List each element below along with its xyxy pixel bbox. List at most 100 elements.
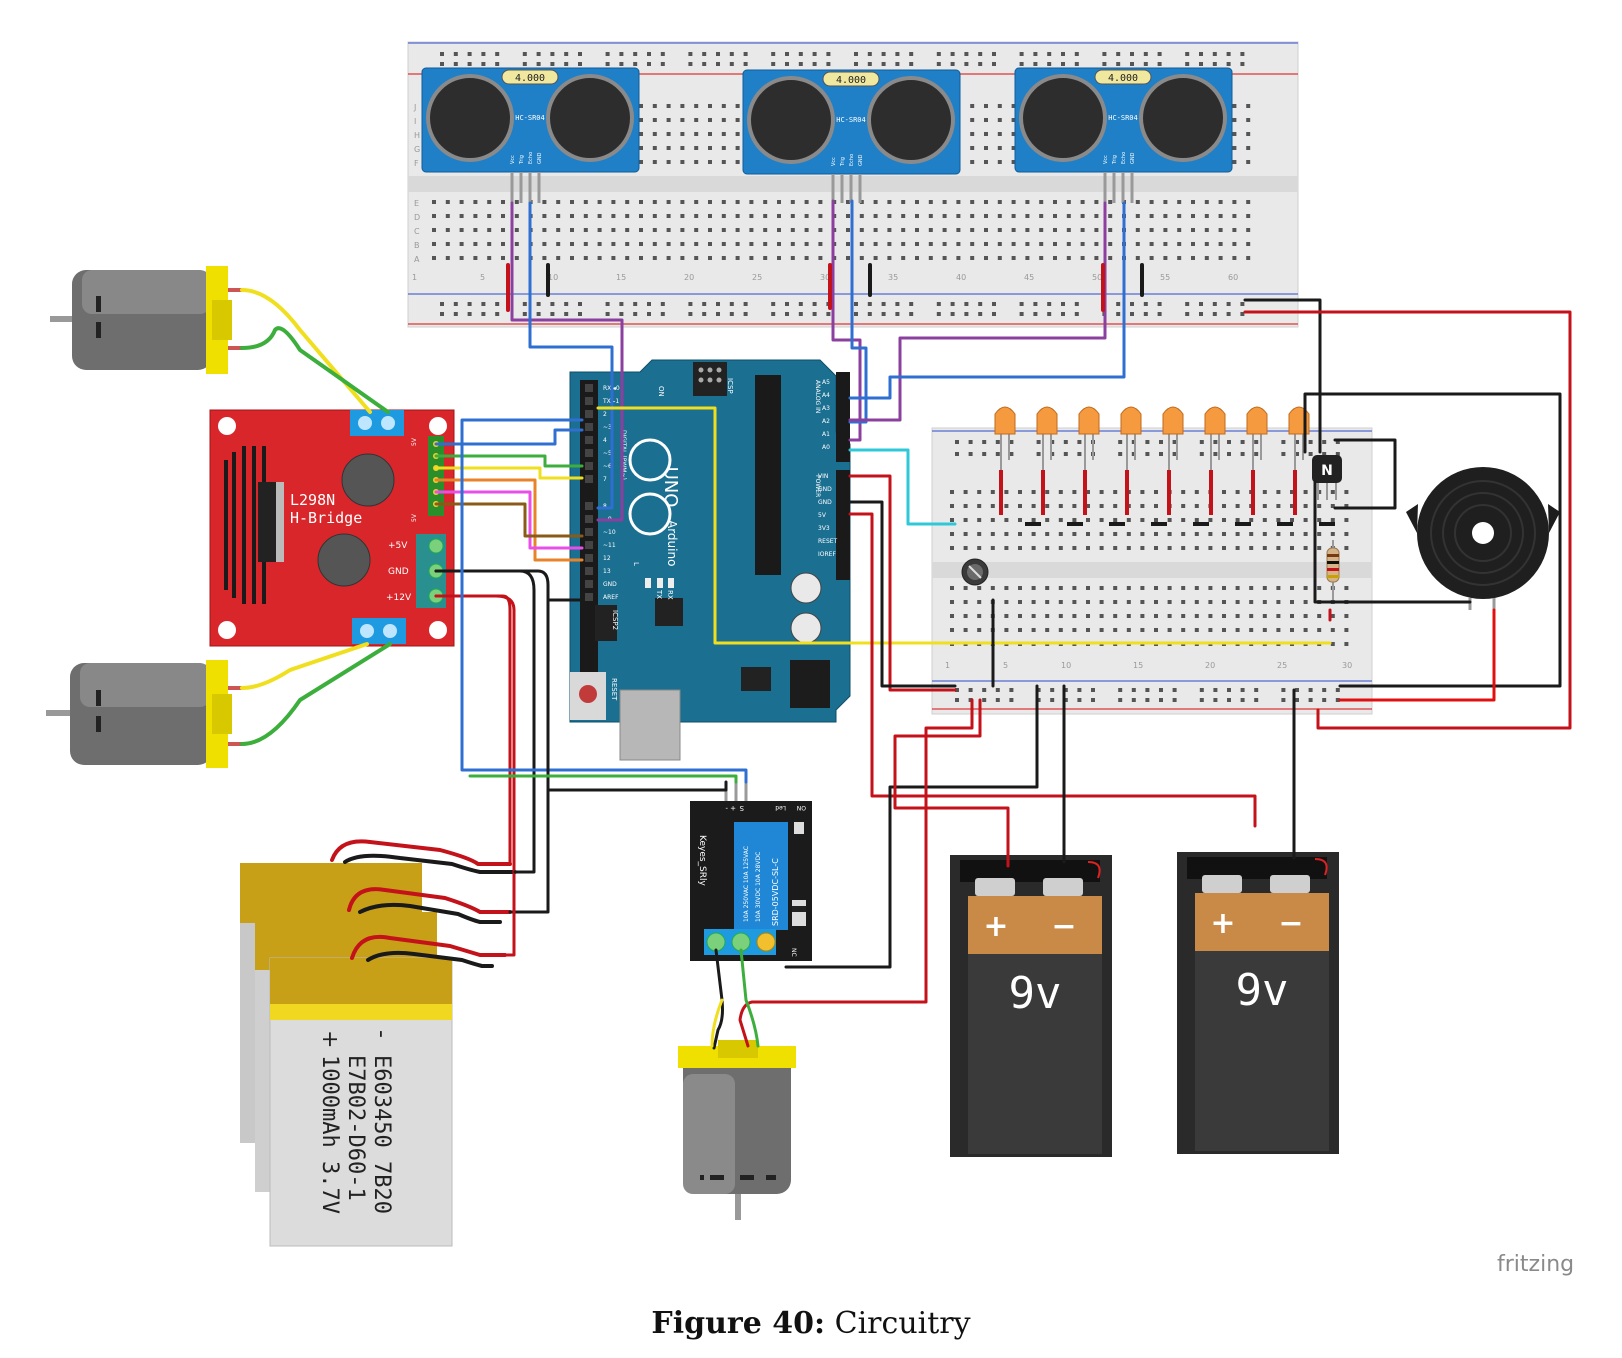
breadboard-hole [1053,242,1057,246]
breadboard-hole [942,242,947,246]
breadboard-hole [970,214,975,218]
arduino-header-pin [585,423,593,431]
breadboard-large-row-letters: J I H G F E D C B A [413,103,420,264]
breadboard-hole [1080,228,1085,232]
sensor-pin-label: Trig [519,155,525,165]
rail-hole [1227,698,1231,702]
breadboard-hole [666,160,671,164]
breadboard-hole [1191,200,1195,204]
breadboard-hole [1011,104,1016,108]
breadboard-hole [956,200,961,204]
rail-hole [1254,698,1259,702]
rail-hole [1033,62,1038,66]
breadboard-hole [639,228,643,232]
breadboard-hole [928,242,933,246]
breadboard-hole [1058,532,1063,536]
breadboard-hole [1218,256,1223,260]
breadboard-hole [873,256,878,260]
rail-hole [660,62,665,66]
breadboard-hole [708,200,712,204]
breadboard-hole [1194,586,1199,590]
breadboard-hole [1276,518,1281,522]
breadboard-hole [611,228,616,232]
breadboard-hole [1113,532,1118,536]
breadboard-hole [984,104,988,108]
breadboard-hole [1154,504,1158,508]
arduino-header-pin [585,462,593,470]
breadboard-hole [1290,532,1294,536]
breadboard-hole [1140,600,1145,604]
breadboard-hole [984,160,988,164]
breadboard-hole [749,228,754,232]
breadboard-hole [970,104,975,108]
column-number: 25 [752,273,762,282]
breadboard-hole [735,132,740,136]
arduino-header-pin [585,554,593,562]
rail-hole [854,312,858,316]
breadboard-hole [611,242,616,246]
breadboard-hole [694,200,699,204]
breadboard-hole [501,214,505,218]
breadboard-hole [542,256,547,260]
breadboard-hole [1204,214,1209,218]
rail-hole [1063,698,1068,702]
relay-led-label: Led [775,804,786,811]
arduino-header-pin [585,397,593,405]
breadboard-hole [1208,628,1213,632]
breadboard-hole [984,118,988,122]
breadboard-hole [1045,532,1050,536]
breadboard-hole [977,532,982,536]
rail-hole [1130,52,1134,56]
breadboard-hole [680,200,685,204]
breadboard-hole [1249,600,1254,604]
breadboard-hole [652,146,657,150]
breadboard-hole [1135,228,1140,232]
breadboard-hole [1330,642,1335,646]
row-letter: J [413,103,416,112]
breadboard-hole [597,228,602,232]
breadboard-hole [1011,132,1016,136]
breadboard-hole [901,256,906,260]
breadboard-hole [950,586,954,590]
breadboard-hole [542,228,547,232]
breadboard-hole [1191,214,1195,218]
breadboard-hole [997,118,1002,122]
breadboard-hole [846,242,850,246]
breadboard-hole [473,256,478,260]
rail-hole [1019,302,1024,306]
breadboard-hole [1222,518,1226,522]
breadboard-hole [1140,532,1145,536]
rail-hole [1061,52,1065,56]
rail-hole [1131,688,1136,692]
rail-hole [1047,62,1052,66]
breadboard-hole [666,214,671,218]
breadboard-hole [1140,546,1145,550]
sensor-model: HC-SR04 [836,116,866,124]
breadboard-hole [1218,200,1223,204]
breadboard-hole [1011,214,1016,218]
rail-hole [881,302,886,306]
rail-hole [1063,440,1068,444]
breadboard-hole [694,160,699,164]
breadboard-hole [666,146,671,150]
rail-hole [1050,688,1055,692]
rail-hole [1077,452,1082,456]
breadboard-hole [1276,490,1281,494]
breadboard-hole [1208,518,1213,522]
breadboard-hole [1222,614,1226,618]
arduino-uno: UNO Arduino DIGITAL (PWM~) ANALOG IN POW… [569,359,851,761]
breadboard-hole [763,200,768,204]
breadboard-hole [1011,256,1016,260]
breadboard-hole [859,200,864,204]
breadboard-hole [950,518,954,522]
rail-hole [619,52,624,56]
rail-hole [812,302,817,306]
breadboard-hole [1303,546,1308,550]
breadboard-hole [625,242,630,246]
breadboard-hole [1072,490,1077,494]
rail-hole [881,312,886,316]
rail-hole [1212,52,1217,56]
rail-hole [702,52,707,56]
relay-brand: Keyes_SRly [697,835,707,887]
rail-hole [550,312,555,316]
